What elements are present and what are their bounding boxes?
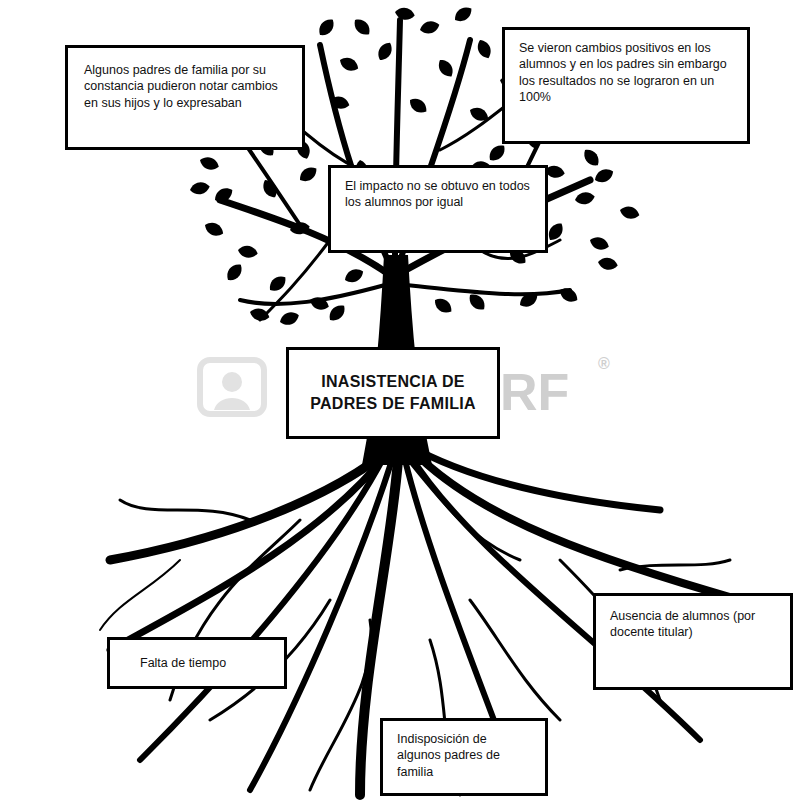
leaf (394, 6, 416, 21)
leaf (580, 146, 602, 169)
leaf (618, 204, 640, 221)
root (120, 500, 250, 520)
leaf (588, 234, 611, 252)
leaf (475, 37, 494, 60)
leaf (466, 291, 489, 314)
leaf (435, 57, 456, 80)
root (310, 620, 371, 790)
root (400, 450, 520, 560)
watermark-icon (200, 360, 264, 414)
leaf (432, 295, 455, 316)
root (110, 445, 395, 560)
leaf (202, 220, 225, 239)
leaf (375, 40, 395, 63)
root (100, 560, 180, 630)
leaf (486, 142, 509, 165)
leaf (212, 185, 235, 205)
leaf (308, 294, 331, 312)
leaf (337, 55, 360, 74)
text-box: Se vieron cambios positivos en los alumn… (502, 27, 750, 144)
leaf (418, 19, 440, 36)
box-text: Algunos padres de familia por su constan… (84, 62, 286, 111)
leaf (328, 94, 350, 111)
root (408, 445, 660, 510)
watermark-icon (222, 372, 242, 392)
leaf (467, 105, 490, 124)
leaf (326, 302, 349, 325)
branch (260, 240, 330, 320)
text-box: Indisposición de algunos padres de famil… (380, 718, 548, 796)
leaf (342, 266, 365, 285)
leaf (278, 310, 301, 328)
leaf (592, 166, 615, 185)
leaf (260, 177, 280, 200)
text-box: Ausencia de alumnos (por docente titular… (593, 593, 793, 690)
box-text: El impacto no se obtuvo en todos los alu… (345, 178, 531, 211)
leaf (198, 154, 221, 172)
watermark-text: RF (500, 366, 569, 418)
box-text: Ausencia de alumnos (por docente titular… (610, 608, 776, 641)
leaf (351, 16, 374, 39)
root (470, 600, 560, 720)
leaf (557, 285, 580, 305)
root (110, 450, 390, 650)
box-text: Falta de tiempo (140, 655, 254, 671)
box-text: Se vieron cambios positivos en los alumn… (519, 40, 733, 105)
text-box: Algunos padres de familia por su constan… (65, 45, 305, 150)
leaf (189, 181, 211, 196)
root (250, 460, 392, 790)
leaf (517, 290, 540, 310)
leaf (574, 191, 596, 206)
root (620, 560, 730, 570)
text-box: El impacto no se obtuvo en todos los alu… (328, 165, 548, 253)
leaf (223, 261, 245, 284)
box-text: INASISTENCIA DE PADRES DE FAMILIA (301, 371, 485, 414)
leaf (452, 4, 475, 25)
leaf (237, 244, 259, 259)
box-text: Indisposición de algunos padres de famil… (397, 731, 531, 780)
leaf (289, 221, 311, 236)
watermark-text: ® (598, 356, 610, 372)
branch (405, 285, 570, 294)
leaf (297, 164, 320, 185)
text-box: Falta de tiempo (107, 637, 287, 689)
leaf (407, 95, 430, 116)
leaf (545, 220, 566, 243)
central-problem-box: INASISTENCIA DE PADRES DE FAMILIA (286, 347, 500, 439)
leaf (597, 256, 619, 271)
watermark-icon (214, 398, 250, 410)
leaf (266, 273, 289, 295)
leaf (248, 306, 270, 323)
leaf (315, 16, 337, 39)
